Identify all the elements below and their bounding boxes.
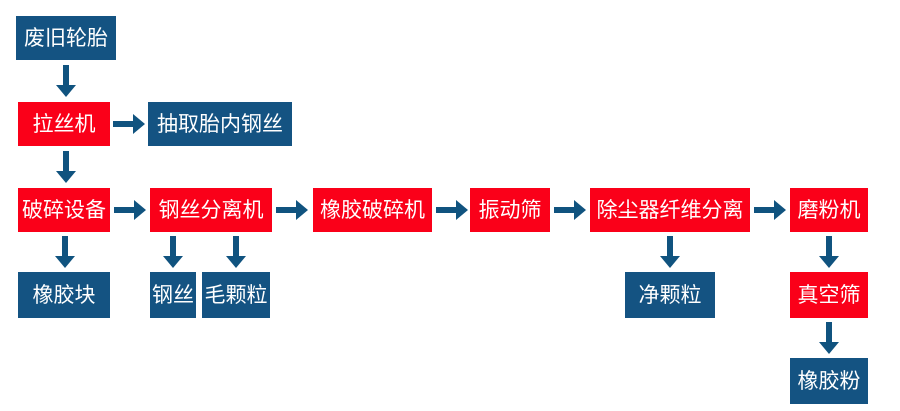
arrow-right-icon-wire-drawing-to-extract-bead-wire bbox=[112, 102, 148, 146]
node-clean-granule[interactable]: 净颗粒 bbox=[625, 272, 715, 318]
node-vacuum-sieve[interactable]: 真空筛 bbox=[790, 272, 868, 318]
arrow-down-icon-wire-separator-to-steel-wire bbox=[153, 234, 193, 272]
node-fuzzy-granule[interactable]: 毛颗粒 bbox=[202, 272, 270, 318]
arrow-down-icon-wire-separator-to-fuzzy-granule bbox=[216, 234, 256, 272]
arrow-right-icon-wire-separator-to-rubber-crusher bbox=[274, 188, 312, 232]
arrow-down-icon-crushing-to-rubber-block bbox=[45, 234, 85, 272]
node-rubber-crusher[interactable]: 橡胶破碎机 bbox=[313, 188, 432, 232]
arrow-down-icon-grinder-to-vacuum-sieve bbox=[809, 234, 849, 272]
node-wire-separator[interactable]: 钢丝分离机 bbox=[150, 188, 272, 232]
node-vibrating-screen[interactable]: 振动筛 bbox=[470, 188, 550, 232]
node-crushing-equipment[interactable]: 破碎设备 bbox=[18, 188, 110, 232]
arrow-right-icon-rubber-crusher-to-vibrating-screen bbox=[434, 188, 472, 232]
node-grinder[interactable]: 磨粉机 bbox=[790, 188, 868, 232]
node-dust-fiber-separator[interactable]: 除尘器纤维分离 bbox=[590, 188, 750, 232]
node-waste-tire[interactable]: 废旧轮胎 bbox=[16, 16, 116, 60]
arrow-right-icon-vibrating-screen-to-dust-fiber-separator bbox=[552, 188, 590, 232]
node-rubber-block[interactable]: 橡胶块 bbox=[18, 272, 110, 318]
arrow-right-icon-dust-fiber-separator-to-grinder bbox=[752, 188, 790, 232]
arrow-down-icon-vacuum-sieve-to-rubber-powder bbox=[809, 320, 849, 358]
arrow-right-icon-crushing-to-wire-separator bbox=[112, 188, 150, 232]
node-wire-drawing-machine[interactable]: 拉丝机 bbox=[18, 102, 110, 146]
arrow-down-icon-waste-tire-to-wire-drawing bbox=[45, 62, 87, 102]
node-extract-bead-wire[interactable]: 抽取胎内钢丝 bbox=[148, 102, 292, 146]
node-steel-wire[interactable]: 钢丝 bbox=[150, 272, 196, 318]
arrow-down-icon-wire-drawing-to-crushing-equipment bbox=[45, 148, 87, 188]
node-rubber-powder[interactable]: 橡胶粉 bbox=[790, 358, 868, 404]
arrow-down-icon-dust-fiber-separator-to-clean-granule bbox=[650, 234, 690, 272]
